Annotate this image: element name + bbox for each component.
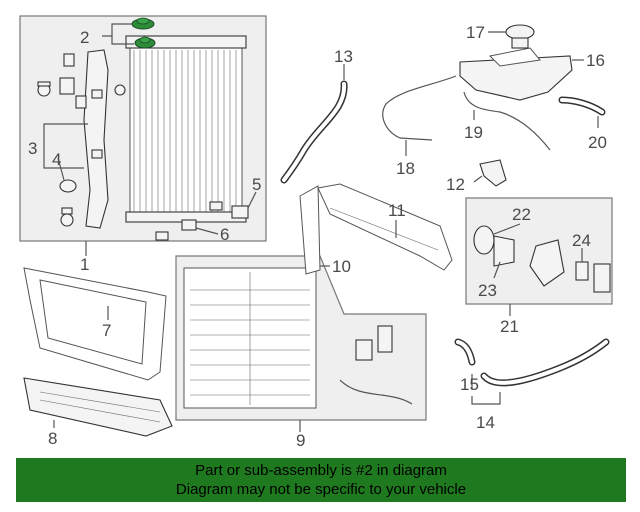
callout-19: 19 (464, 123, 483, 142)
callout-16: 16 (586, 51, 605, 70)
radiator-group (19, 15, 267, 256)
upper-radiator-hose (280, 64, 348, 184)
lower-hoses (454, 338, 610, 405)
callout-12: 12 (446, 175, 465, 194)
callout-24: 24 (572, 231, 591, 250)
callout-23: 23 (478, 281, 497, 300)
callout-14: 14 (476, 413, 495, 432)
upper-mount-insulator-highlight (131, 17, 156, 49)
grommet (59, 179, 77, 193)
reservoir-outlet-hose (463, 91, 551, 151)
reservoir-cap (505, 24, 535, 40)
callout-13: 13 (334, 47, 353, 66)
callout-20: 20 (588, 133, 607, 152)
callout-15: 15 (460, 375, 479, 394)
banner-line-1: Part or sub-assembly is #2 in diagram (195, 462, 447, 479)
thermostat (493, 235, 515, 267)
info-banner: Part or sub-assembly is #2 in diagram Di… (16, 458, 626, 502)
lower-deflector (23, 377, 173, 437)
parts-diagram: 2 3 4 5 6 1 7 8 9 10 11 12 13 14 15 16 1… (19, 15, 613, 450)
callout-4: 4 (52, 150, 61, 169)
radiator (125, 35, 247, 223)
callout-17: 17 (466, 23, 485, 42)
callout-18: 18 (396, 159, 415, 178)
callout-5: 5 (252, 175, 261, 194)
callout-1: 1 (80, 255, 89, 274)
banner-line-2: Diagram may not be specific to your vehi… (175, 481, 467, 498)
callout-22: 22 (512, 205, 531, 224)
air-baffle-frame (23, 267, 167, 381)
callout-8: 8 (48, 429, 57, 448)
bypass-hose (558, 96, 606, 128)
thermostat-housing (529, 239, 565, 287)
coolant-reservoir (459, 24, 584, 101)
thermostat-group (465, 197, 613, 316)
callout-2: 2 (80, 28, 89, 47)
callout-6: 6 (220, 225, 229, 244)
overflow-hose (382, 75, 457, 156)
callout-10: 10 (332, 257, 351, 276)
callout-11: 11 (388, 201, 406, 220)
drain-plug (231, 205, 249, 219)
upper-support-brackets (299, 183, 453, 275)
callout-21: 21 (500, 317, 519, 336)
callout-labels: 2 3 4 5 6 1 7 8 9 10 11 12 13 14 15 16 1… (28, 23, 607, 450)
thermostat-seal (473, 225, 495, 255)
callout-3: 3 (28, 139, 37, 158)
callout-7: 7 (102, 321, 111, 340)
shutter-group (175, 255, 427, 432)
hose-connector (473, 159, 507, 187)
callout-9: 9 (296, 431, 305, 450)
